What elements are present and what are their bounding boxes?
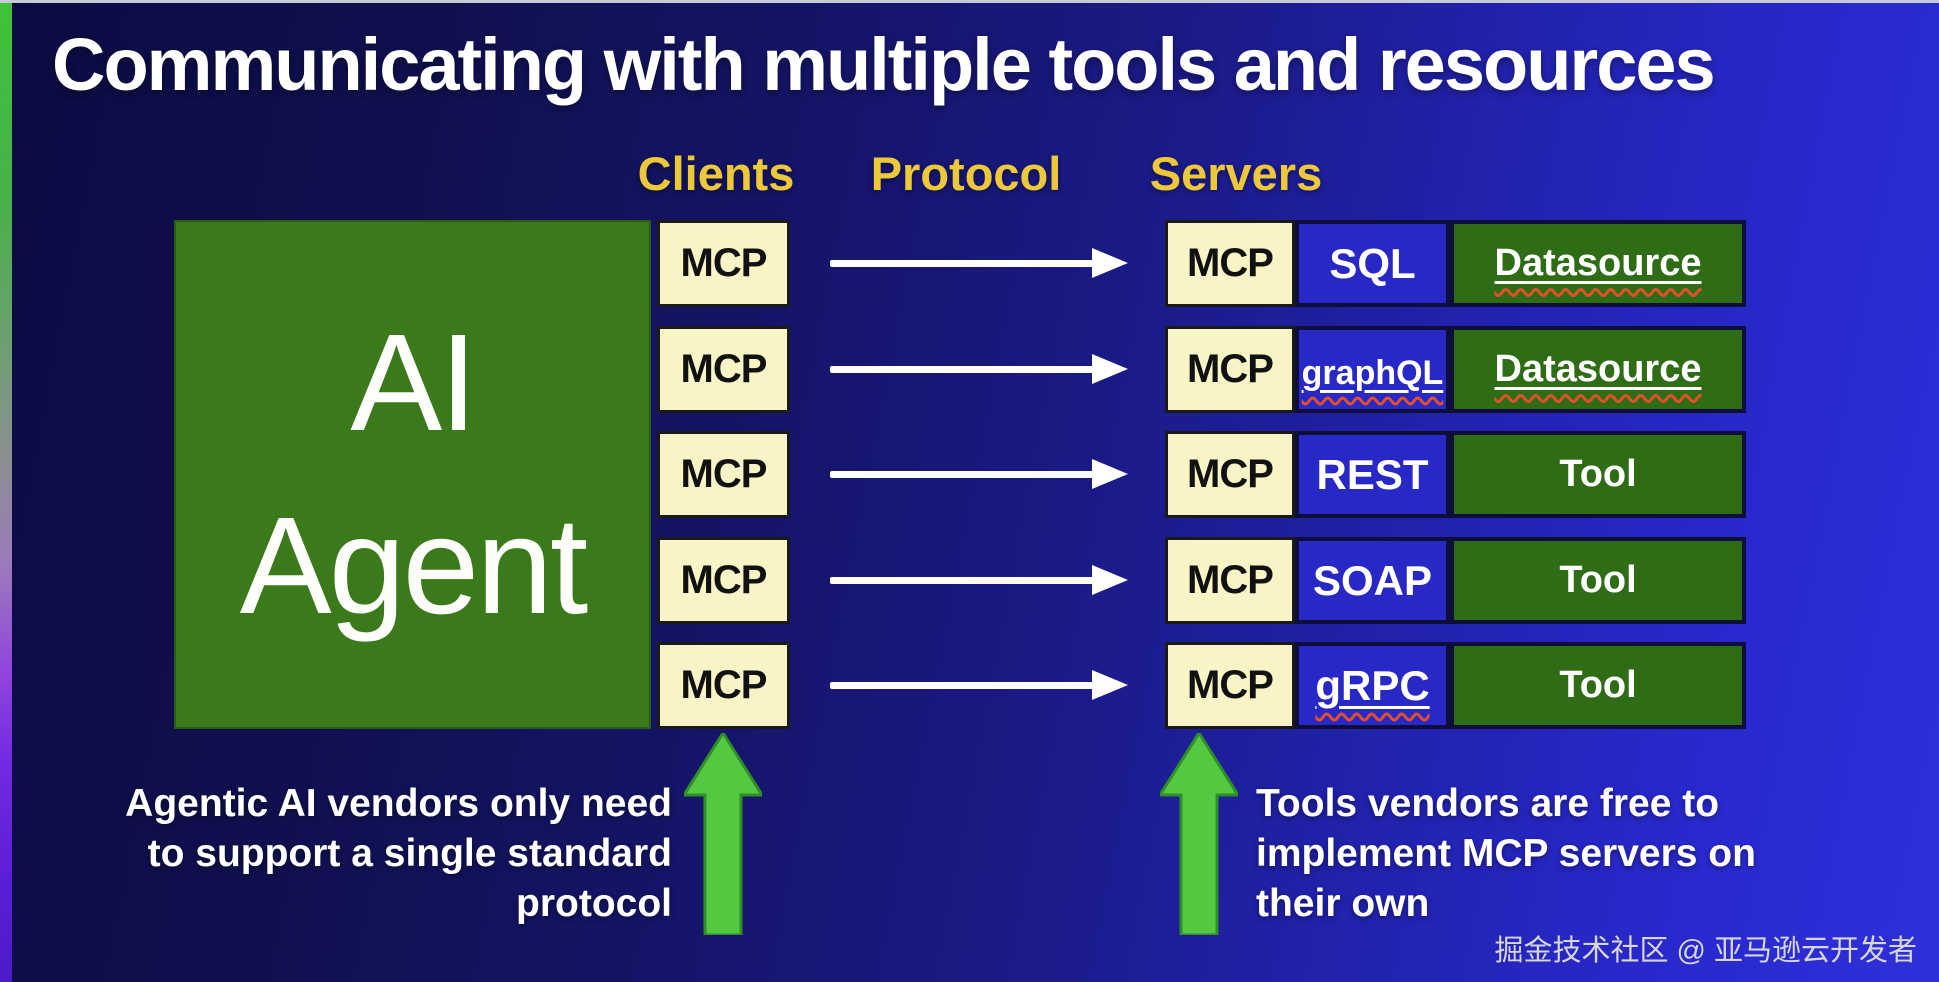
server-mcp-box: MCP	[1165, 431, 1295, 518]
left-gradient-stripe	[0, 0, 12, 982]
caption-servers-line2: implement MCP servers on	[1256, 832, 1756, 875]
ai-agent-label-line1: AI	[350, 306, 477, 461]
protocol-flow-arrow-icon	[830, 459, 1130, 489]
server-mcp-box: MCP	[1165, 642, 1295, 729]
server-bar: MCP gRPC Tool	[1165, 642, 1746, 729]
server-protocol-cell: REST	[1295, 431, 1450, 518]
caption-servers-line1: Tools vendors are free to	[1256, 782, 1720, 825]
server-target-cell: Datasource	[1450, 220, 1746, 307]
caption-clients-line1: Agentic AI vendors only need	[125, 782, 672, 825]
server-protocol-label: SQL	[1329, 239, 1416, 287]
caption-clients: Agentic AI vendors only need to support …	[72, 779, 672, 929]
server-target-label: Tool	[1559, 664, 1637, 706]
server-target-cell: Tool	[1450, 431, 1746, 518]
caption-servers-line3: their own	[1256, 882, 1430, 925]
up-arrow-icon	[1157, 730, 1241, 937]
arrow-shaft	[830, 260, 1094, 267]
arrow-shaft	[830, 577, 1094, 584]
server-protocol-cell: SOAP	[1295, 537, 1450, 624]
server-protocol-label: REST	[1316, 450, 1429, 498]
server-mcp-box: MCP	[1165, 537, 1295, 624]
client-mcp-label: MCP	[680, 347, 768, 391]
client-mcp-box: MCP	[657, 537, 790, 624]
page-title: Communicating with multiple tools and re…	[52, 23, 1716, 106]
arrow-head	[1092, 248, 1128, 278]
client-mcp-box: MCP	[657, 642, 790, 729]
column-header-servers: Servers	[1149, 147, 1323, 200]
server-bar: MCP SOAP Tool	[1165, 537, 1746, 624]
watermark: 掘金技术社区 @ 亚马逊云开发者	[1494, 935, 1917, 967]
protocol-flow-arrow-icon	[830, 248, 1130, 278]
server-protocol-cell: graphQL	[1295, 326, 1450, 413]
server-target-label: Datasource	[1494, 348, 1702, 390]
protocol-flow-arrow-icon	[830, 354, 1130, 384]
arrow-shaft	[830, 471, 1094, 478]
server-target-cell: Datasource	[1450, 326, 1746, 413]
top-border-line	[0, 0, 1939, 3]
client-mcp-label: MCP	[680, 241, 768, 285]
arrow-shaft	[830, 682, 1094, 689]
ai-agent-box: AI Agent	[174, 220, 651, 729]
green-up-arrow-clients	[681, 730, 765, 937]
server-target-label: Tool	[1559, 559, 1637, 601]
server-target-label: Tool	[1559, 453, 1637, 495]
column-header-clients: Clients	[637, 147, 795, 200]
arrow-head	[1092, 354, 1128, 384]
server-target-label: Datasource	[1494, 242, 1702, 284]
server-mcp-box: MCP	[1165, 220, 1295, 307]
client-mcp-label: MCP	[680, 663, 768, 707]
client-mcp-box: MCP	[657, 220, 790, 307]
arrow-head	[1092, 565, 1128, 595]
green-up-arrow-servers	[1157, 730, 1241, 937]
server-bar: MCP graphQL Datasource	[1165, 326, 1746, 413]
caption-clients-line2: to support a single standard	[147, 832, 672, 875]
arrow-shaft	[830, 366, 1094, 373]
up-arrow-icon	[681, 730, 765, 937]
client-mcp-label: MCP	[680, 452, 768, 496]
ai-agent-label-line2: Agent	[239, 488, 589, 643]
client-mcp-box: MCP	[657, 326, 790, 413]
column-header-protocol: Protocol	[870, 147, 1062, 200]
server-mcp-label: MCP	[1187, 663, 1274, 707]
client-mcp-box: MCP	[657, 431, 790, 518]
server-target-cell: Tool	[1450, 642, 1746, 729]
server-protocol-cell: gRPC	[1295, 642, 1450, 729]
client-mcp-label: MCP	[680, 558, 768, 602]
server-mcp-label: MCP	[1187, 452, 1274, 496]
server-protocol-cell: SQL	[1295, 220, 1450, 307]
server-mcp-label: MCP	[1187, 241, 1274, 285]
arrow-head	[1092, 459, 1128, 489]
server-mcp-box: MCP	[1165, 326, 1295, 413]
arrow-head	[1092, 670, 1128, 700]
server-bar: MCP REST Tool	[1165, 431, 1746, 518]
protocol-flow-arrow-icon	[830, 670, 1130, 700]
server-protocol-label: SOAP	[1312, 556, 1433, 604]
server-bar: MCP SQL Datasource	[1165, 220, 1746, 307]
protocol-flow-arrow-icon	[830, 565, 1130, 595]
server-mcp-label: MCP	[1187, 347, 1274, 391]
caption-servers: Tools vendors are free to implement MCP …	[1256, 779, 1826, 929]
server-mcp-label: MCP	[1187, 558, 1274, 602]
server-target-cell: Tool	[1450, 537, 1746, 624]
caption-clients-line3: protocol	[516, 882, 672, 925]
server-protocol-label: gRPC	[1315, 661, 1430, 709]
server-protocol-label: graphQL	[1301, 353, 1444, 392]
